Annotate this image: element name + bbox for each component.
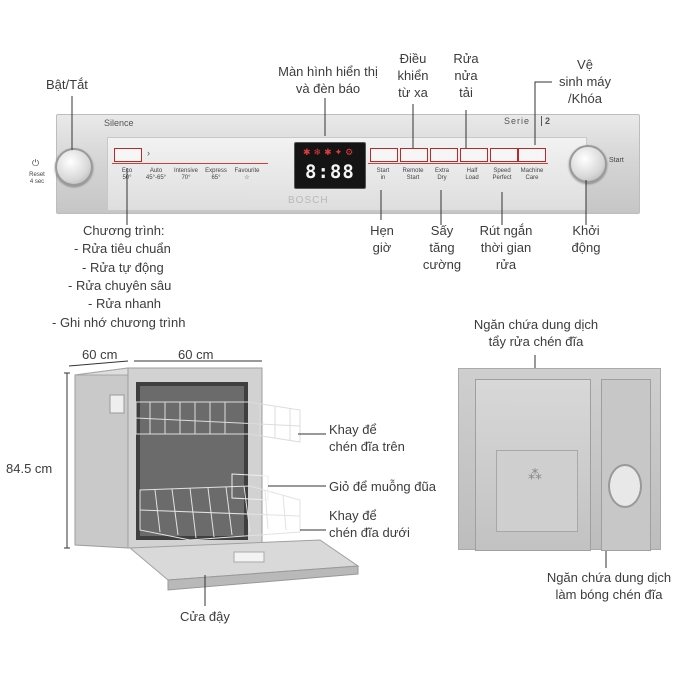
program-favourite: Favourite☆ xyxy=(234,168,260,181)
callout-power: Bật/Tắt xyxy=(46,77,88,92)
dimension-height: 84.5 cm xyxy=(6,461,53,476)
option-half-load-button[interactable] xyxy=(460,148,488,162)
detergent-lid xyxy=(496,450,578,532)
program-redline xyxy=(112,163,268,164)
start-panel-label: Start xyxy=(609,157,624,164)
callout-door: Cửa đậy xyxy=(180,609,230,624)
silence-label: Silence xyxy=(104,118,134,128)
power-icon: ⏻ xyxy=(32,158,40,168)
callout-programs-title: Chương trình: xyxy=(83,223,165,238)
rinse-aid-cap xyxy=(608,464,642,508)
dimension-depth: 60 cm xyxy=(82,347,118,362)
option-redline xyxy=(368,163,548,164)
power-knob[interactable] xyxy=(55,148,93,186)
option-speed-button[interactable] xyxy=(490,148,518,162)
callout-program-3: - Rửa chuyên sâu xyxy=(68,278,172,293)
callout-program-2: - Rửa tự động xyxy=(82,260,164,275)
program-button[interactable] xyxy=(114,148,142,162)
serie-label: Serie xyxy=(504,116,531,126)
status-indicator-icons: ✱❄✱✦⚙ xyxy=(303,147,357,157)
rinse-aid-slot xyxy=(601,379,651,551)
display-digits: 8:88 xyxy=(305,161,355,183)
option-machine-care-button[interactable] xyxy=(518,148,546,162)
start-knob[interactable] xyxy=(569,145,607,183)
detergent-tray: ⁂ xyxy=(475,379,591,551)
detergent-compartment-photo: ⁂ xyxy=(458,368,661,551)
option-extra-dry-button[interactable] xyxy=(430,148,458,162)
serie-number: 2 xyxy=(541,116,550,126)
brand-logo: BOSCH xyxy=(288,195,329,206)
callout-cutlery: Giỏ để muỗng đũa xyxy=(329,479,436,494)
spray-icon: ⁂ xyxy=(528,466,542,482)
chevron-right-icon: › xyxy=(147,148,150,158)
option-start-in-button[interactable] xyxy=(370,148,398,162)
dimension-width: 60 cm xyxy=(178,347,214,362)
callout-program-4: - Rửa nhanh xyxy=(88,296,162,311)
option-remote-button[interactable] xyxy=(400,148,428,162)
digital-display: ✱❄✱✦⚙ 8:88 xyxy=(294,142,366,189)
callout-program-1: - Rửa tiêu chuẩn xyxy=(74,241,171,256)
callout-program-5: - Ghi nhớ chương trình xyxy=(52,315,186,330)
